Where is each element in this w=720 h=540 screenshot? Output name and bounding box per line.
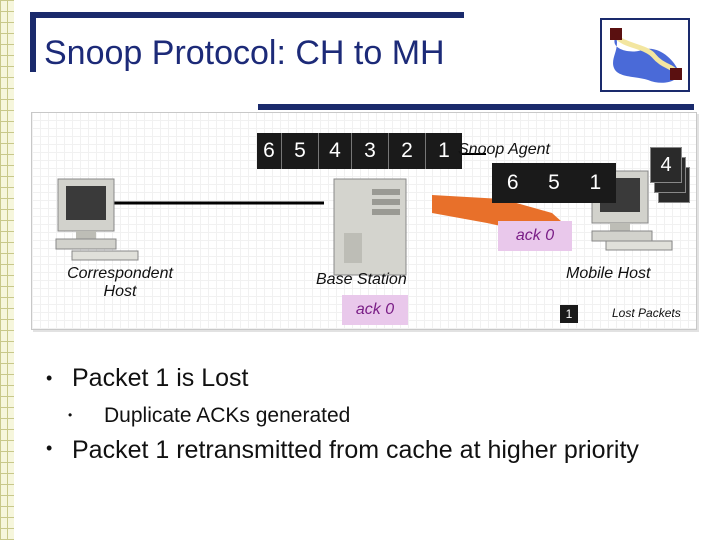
base-station-label: Base Station — [316, 271, 407, 288]
decorative-stripe — [0, 0, 14, 540]
base-station-server-icon — [333, 178, 407, 276]
snoop-agent-label: Snoop Agent — [458, 141, 550, 158]
bullet-duplicate-acks: Duplicate ACKs generated — [104, 404, 351, 427]
lost-packet-marker: 1 — [560, 305, 578, 323]
cached-packet: 1 — [589, 171, 602, 194]
title-rule-bottom — [258, 104, 694, 110]
bullet-dot: • — [46, 438, 53, 458]
network-logo-icon — [600, 18, 690, 92]
base-station-ack: ack 0 — [342, 295, 408, 325]
bullet-dot: • — [46, 368, 53, 388]
bullet-retransmit: Packet 1 retransmitted from cache at hig… — [72, 436, 639, 464]
wireless-ack: ack 0 — [498, 221, 572, 251]
snoop-diagram: 6 5 4 3 2 1 Snoop Agent 6 5 1 ack 0 2 3 … — [31, 112, 697, 330]
bullet-packet-lost: Packet 1 is Lost — [72, 364, 249, 392]
packet: 6 — [257, 133, 281, 169]
packet: 1 — [425, 133, 462, 169]
diagram-links — [55, 149, 673, 276]
packet: 2 — [388, 133, 425, 169]
title-rule-left — [30, 12, 36, 72]
packets-in-flight: 6 5 4 3 2 1 — [257, 133, 462, 169]
packet: 4 — [318, 133, 351, 169]
correspondent-host-label: Correspondent Host — [67, 265, 173, 300]
bullet-dot: • — [68, 408, 73, 422]
packet: 5 — [281, 133, 318, 169]
packet: 3 — [351, 133, 388, 169]
mobile-host-packet: 4 — [650, 147, 682, 183]
title-rule-top — [34, 12, 464, 18]
slide-title: Snoop Protocol: CH to MH — [44, 34, 445, 72]
lost-packets-label: Lost Packets — [612, 306, 681, 320]
cached-packet: 5 — [548, 171, 560, 194]
correspondent-host-computer-icon — [55, 178, 139, 261]
mobile-host-label: Mobile Host — [566, 265, 651, 282]
snoop-cache: 6 5 1 — [492, 163, 616, 203]
cached-packet: 6 — [506, 171, 519, 194]
